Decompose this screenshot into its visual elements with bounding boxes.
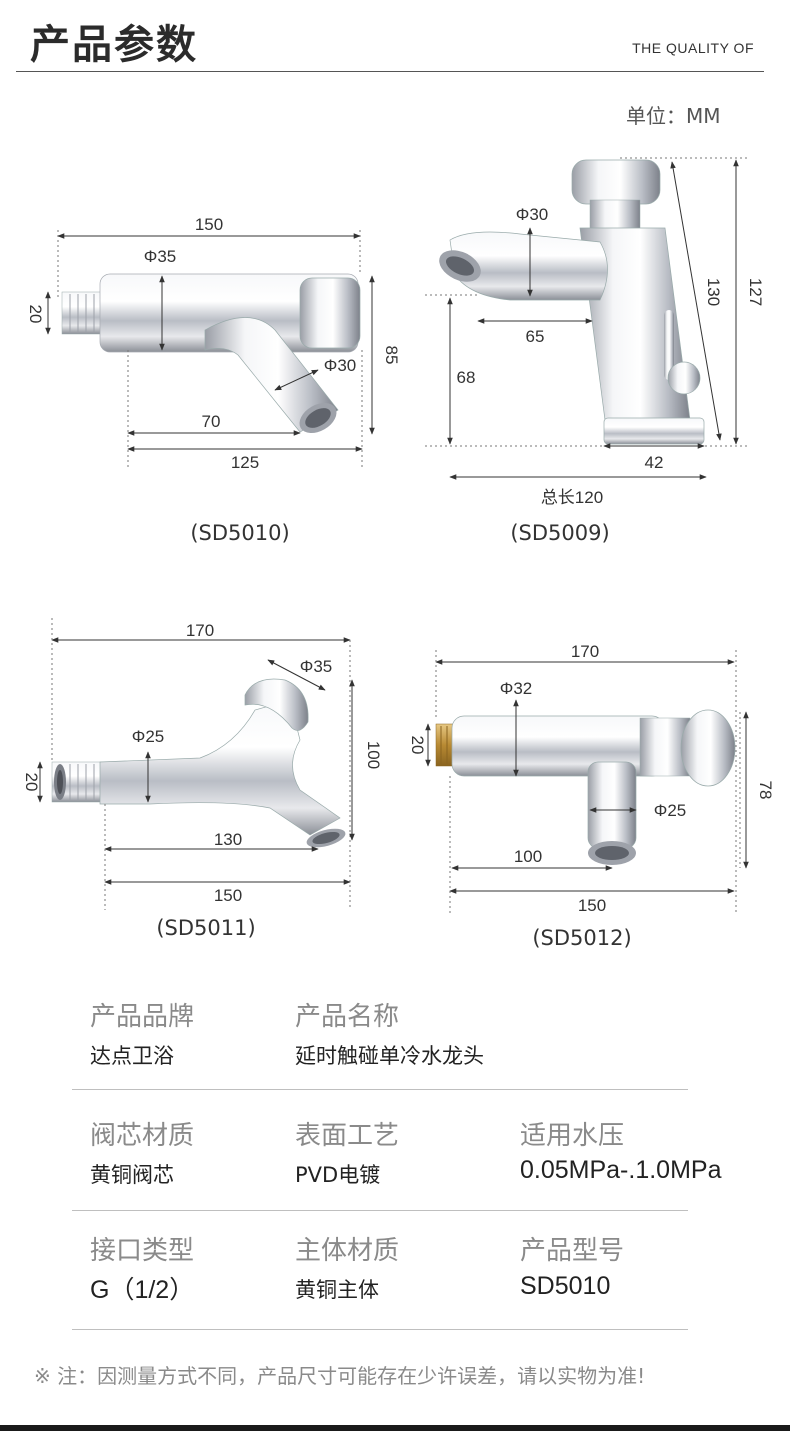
sd5011-thread-size: 20 [22,773,41,792]
sd5010-length-top: 150 [195,215,223,234]
diagram-sd5012: 170 Φ32 20 78 Φ25 100 150 (SD5012) [408,642,775,950]
sd5011-base-length: 150 [214,886,242,905]
dimension-diagrams: 150 Φ35 20 85 Φ30 70 125 (SD5010) Φ30 [22,157,775,950]
model-number-value: SD5010 [520,1272,611,1300]
page-subtitle: THE QUALITY OF [632,40,754,56]
sd5009-diagonal: 130 [704,278,723,306]
valve-core-value: 黄铜阀芯 [90,1163,174,1187]
sd5010-pipe-diameter: Φ35 [144,247,176,266]
diagram-sd5009: Φ30 65 68 130 127 42 总长120 (SD5009) [425,157,765,545]
port-type-value: G（1/2） [90,1276,195,1304]
pressure-value: 0.05MPa-.1.0MPa [520,1156,722,1184]
faucet-sd5009-illustration [439,159,705,445]
body-material-value: 黄铜主体 [295,1278,379,1302]
spec-divider-1 [72,1089,688,1090]
valve-core-label: 阀芯材质 [90,1121,195,1151]
sd5011-head-diameter: Φ35 [300,657,332,676]
sd5012-height: 78 [756,781,775,800]
sd5010-base-length: 125 [231,453,259,472]
sd5012-pipe-diameter: Φ32 [500,679,532,698]
bottom-bar [0,1425,790,1431]
sd5009-model-label: (SD5009) [510,521,609,545]
sd5011-reach: 130 [214,830,242,849]
pressure-label: 适用水压 [520,1121,625,1151]
port-type-label: 接口类型 [90,1236,195,1266]
header-divider [16,71,764,72]
sd5010-outlet-diameter: Φ30 [324,356,356,375]
sd5009-reach: 65 [526,327,545,346]
spec-divider-2 [72,1210,688,1211]
sd5009-height: 127 [746,278,765,306]
brand-label: 产品品牌 [90,1002,195,1032]
sd5009-spout-height: 68 [457,368,476,387]
sd5012-length-top: 170 [571,642,599,661]
brand-value: 达点卫浴 [90,1044,174,1068]
page-title: 产品参数 [30,22,198,68]
diagram-sd5010: 150 Φ35 20 85 Φ30 70 125 (SD5010) [26,215,401,545]
sd5009-total-length: 总长120 [541,488,603,507]
sd5011-model-label: (SD5011) [156,916,255,940]
sd5011-length-top: 170 [186,621,214,640]
body-material-label: 主体材质 [295,1236,400,1266]
sd5009-spout-diameter: Φ30 [516,205,548,224]
product-name-label: 产品名称 [295,1002,400,1032]
faucet-sd5011-illustration [51,678,346,848]
sd5010-model-label: (SD5010) [190,521,289,545]
sd5010-height: 85 [382,346,401,365]
faucet-sd5012-illustration [435,709,736,865]
unit-label: 单位：MM [626,104,721,128]
sd5012-model-label: (SD5012) [532,926,631,950]
sd5010-reach: 70 [202,412,221,431]
diagram-sd5011: 170 Φ35 Φ25 20 100 130 150 (SD5011) [22,618,383,940]
model-number-label: 产品型号 [520,1236,625,1266]
sd5012-reach: 100 [514,847,542,866]
sd5012-outlet-diameter: Φ25 [654,801,686,820]
sd5012-thread-size: 20 [408,736,427,755]
surface-label: 表面工艺 [295,1121,400,1151]
sd5009-base-width: 42 [645,453,664,472]
product-name-value: 延时触碰单冷水龙头 [295,1044,484,1068]
sd5010-thread-size: 20 [26,305,45,324]
spec-divider-3 [72,1329,688,1330]
sd5012-base-length: 150 [578,896,606,915]
surface-value: PVD电镀 [295,1163,381,1187]
sd5011-pipe-diameter: Φ25 [132,727,164,746]
measurement-note: ※ 注：因测量方式不同，产品尺寸可能存在少许误差，请以实物为准! [34,1364,646,1388]
sd5011-height: 100 [364,741,383,769]
